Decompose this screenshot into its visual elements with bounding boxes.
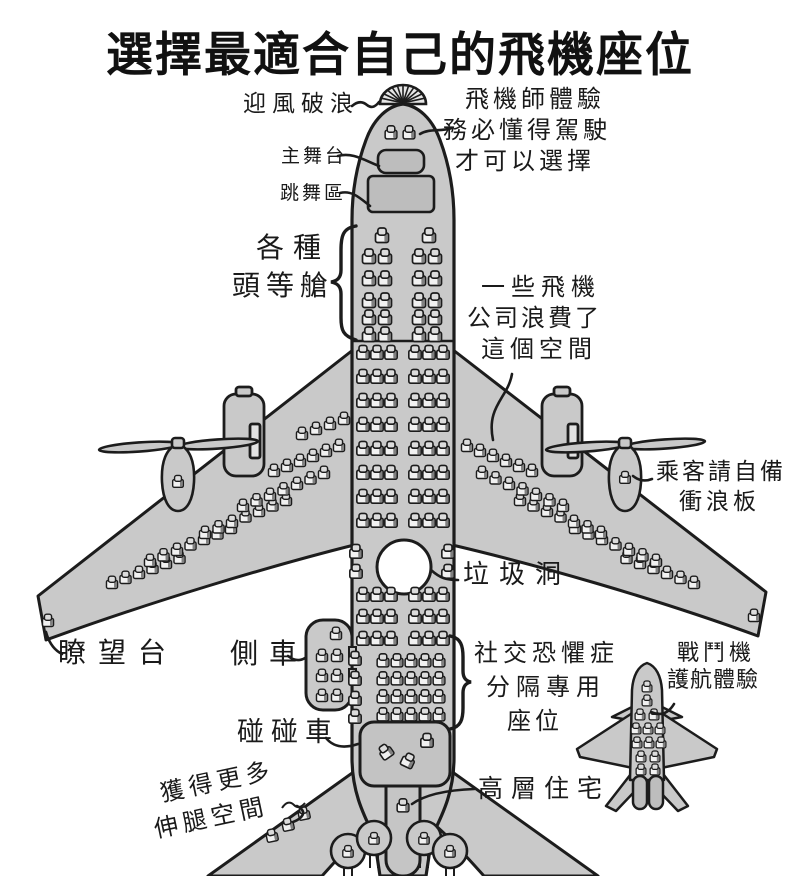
nose-crest-stripes: [380, 84, 426, 104]
label-wasted-line3: 這個空間: [481, 335, 597, 363]
legroom-motion-marks: [281, 801, 306, 809]
label-sidecar: 側車: [230, 637, 309, 670]
fighter-nozzle: [631, 774, 649, 811]
label-pilot-line2: 務必懂得駕駛: [443, 116, 611, 144]
braces: [330, 224, 472, 731]
left-engine-tab: [234, 385, 254, 398]
dance-pointer: [338, 191, 372, 208]
pilot-pointer: [418, 126, 454, 136]
label-surfboard-line2: 衝浪板: [679, 489, 760, 515]
stage-pointer: [336, 153, 381, 168]
legroom-pointer: [291, 804, 305, 824]
pointer-lines: [44, 100, 676, 824]
label-fighter-line2: 護航體驗: [667, 668, 760, 693]
label-bumper-cars: 碰碰車: [237, 717, 339, 748]
label-first-class-line2: 頭等艙: [232, 269, 335, 302]
label-social-line2: 分隔專用: [486, 673, 606, 701]
right-engine-tab: [552, 385, 572, 398]
wasted-pointer: [490, 372, 514, 442]
bumper-pointer: [324, 736, 360, 748]
label-wasted-line2: 公司浪費了: [467, 304, 602, 332]
right-wing: [446, 344, 768, 638]
fighter-pointer: [649, 702, 676, 716]
right-prop-blade: [623, 437, 707, 451]
label-surfboard-line1: 乘客請自備: [656, 459, 786, 485]
label-main-stage: 主舞台: [281, 145, 348, 167]
dance-floor-box: [366, 174, 436, 214]
label-garbage-hole: 垃圾洞: [463, 560, 572, 590]
bumper-car-box: [358, 720, 452, 788]
label-highrise: 高層住宅: [478, 774, 611, 803]
label-lookout: 瞭望台: [58, 636, 179, 669]
main-wings: [36, 344, 768, 642]
wing-engines: [222, 385, 584, 478]
label-pilot-line1: 飛機師體驗: [465, 85, 605, 113]
left-prop-hub: [170, 436, 186, 450]
page-title: 選擇最適合自己的飛機座位: [106, 28, 694, 83]
label-dance-area: 跳舞區: [280, 182, 347, 204]
fighter-left-wing: [575, 710, 636, 770]
sidecar-pointer: [286, 654, 307, 662]
social-brace: [448, 634, 472, 731]
garbage-hole-circle: [375, 538, 433, 596]
label-social-line3: 座位: [507, 707, 563, 735]
label-social-line1: 社交恐懼症: [474, 639, 619, 667]
fighter-nozzle: [647, 774, 665, 811]
label-first-class-line1: 各種: [256, 231, 331, 264]
left-wing: [36, 344, 360, 642]
label-pilot-line3: 才可以選擇: [455, 147, 595, 175]
first-class-brace: [330, 224, 358, 342]
right-prop-hub: [617, 436, 633, 450]
highrise-pointer: [410, 787, 476, 806]
main-stage-box: [376, 148, 426, 175]
garbage-pointer: [429, 568, 460, 582]
label-fighter-line1: 戰鬥機: [677, 641, 756, 666]
label-wasted-line1: 一些飛機: [481, 273, 601, 301]
fighter-right-wing: [658, 710, 719, 770]
label-crest: 迎風破浪: [243, 91, 359, 117]
lookout-pointer: [44, 630, 64, 656]
surfboard-pointer: [631, 474, 654, 482]
crest-pointer: [350, 100, 381, 109]
balloon-seats: [329, 819, 469, 876]
